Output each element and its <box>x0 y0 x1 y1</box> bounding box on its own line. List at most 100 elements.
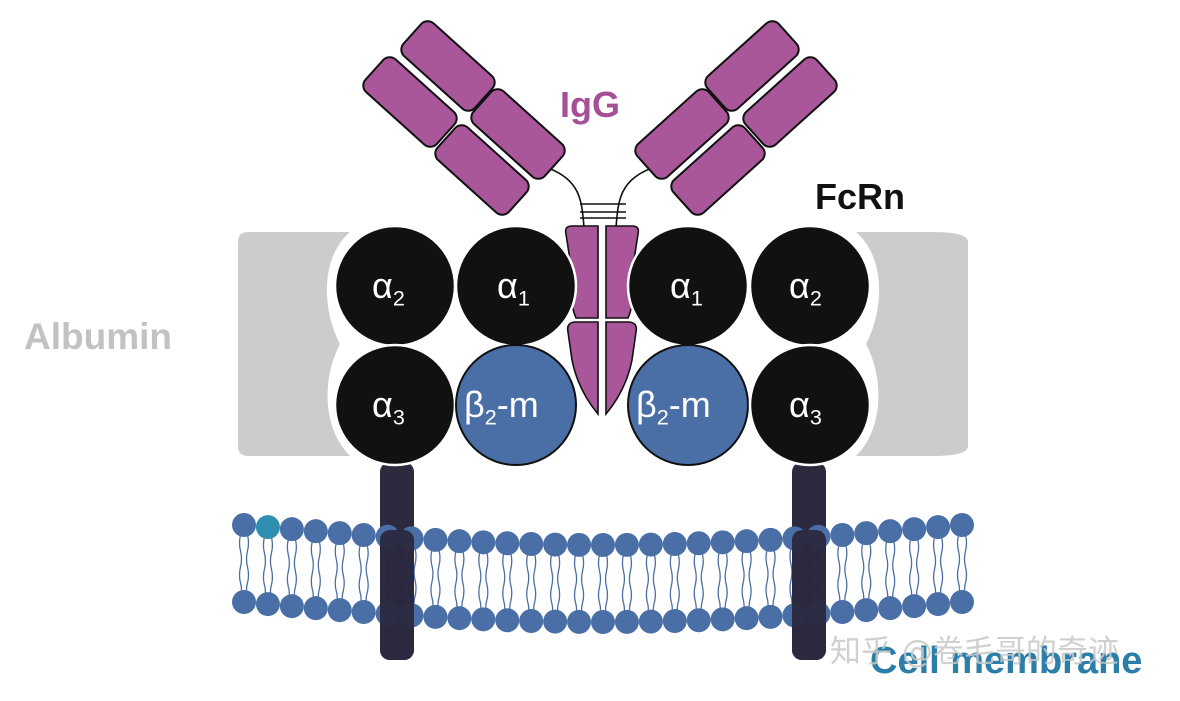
albumin-label: Albumin <box>24 316 172 357</box>
lipid-head-outer <box>758 527 783 552</box>
igg-fc <box>564 225 640 417</box>
lipid-tail <box>597 554 602 623</box>
lipid-tail <box>549 554 554 622</box>
label-alpha3-left: α3 <box>372 384 405 430</box>
lipid-tail <box>533 553 537 622</box>
lipid-head-inner <box>351 600 376 624</box>
lipid-head-outer <box>567 532 592 557</box>
lipid-tail <box>844 544 848 613</box>
lipid-tail <box>772 549 776 617</box>
lipid-head-inner <box>710 607 735 632</box>
lipid-tail <box>526 553 530 622</box>
lipid-tail <box>748 551 752 619</box>
lipid-head-inner <box>303 596 328 621</box>
lipid-head-outer <box>255 515 280 540</box>
lipid-tail <box>741 551 745 619</box>
lipid-tail <box>717 552 721 620</box>
igg-left-arm <box>362 20 566 216</box>
lipid-tail <box>892 541 896 609</box>
lipid-tail <box>485 552 489 620</box>
igg-label: IgG <box>560 84 620 125</box>
lipid-tail <box>334 542 338 611</box>
lipid-head-inner <box>447 606 472 631</box>
lipid-head-inner <box>926 592 951 617</box>
igg-right-arm <box>634 20 838 216</box>
lipid-tail <box>454 551 458 619</box>
lipid-head-outer <box>423 527 448 552</box>
lipid-head-outer <box>614 532 639 557</box>
lipid-head-outer <box>902 517 927 542</box>
lipid-head-inner <box>902 594 927 619</box>
lipid-tail <box>293 539 298 607</box>
albumin-left <box>238 232 350 456</box>
lipid-head-outer <box>926 515 951 540</box>
lipid-tail <box>700 553 704 621</box>
lipid-tail <box>956 534 961 603</box>
lipid-tail <box>341 542 345 611</box>
lipid-head-inner <box>471 607 496 632</box>
lipid-tail <box>621 554 626 622</box>
albumin-right <box>856 232 968 456</box>
domain-alpha3-right <box>748 343 872 467</box>
lipid-head-inner <box>854 598 879 623</box>
lipid-head-outer <box>686 531 711 556</box>
lipid-tail <box>939 536 944 605</box>
lipid-head-inner <box>830 600 855 624</box>
label-beta2m-right: β2-m <box>636 384 711 430</box>
igg-hinge <box>547 167 653 229</box>
label-alpha2-right: α2 <box>789 265 822 311</box>
lipid-head-inner <box>543 609 568 634</box>
lipid-tail <box>286 539 291 607</box>
lipid-head-outer <box>591 533 615 557</box>
label-alpha2-left: α2 <box>372 265 405 311</box>
lipid-head-outer <box>662 532 687 557</box>
lipid-head-inner <box>878 596 903 621</box>
lipid-tail <box>789 548 793 616</box>
lipid-tail <box>580 554 585 622</box>
lipid-tail <box>837 544 841 613</box>
lipid-head-inner <box>686 608 711 633</box>
lipid-tail <box>693 553 697 621</box>
lipid-tail <box>645 554 650 622</box>
lipid-head-outer <box>734 529 759 554</box>
lipid-tail <box>437 549 441 617</box>
lipid-head-outer <box>279 517 304 542</box>
lipid-head-outer <box>495 531 520 556</box>
fcrn-label: FcRn <box>815 176 905 217</box>
lipid-tail <box>932 536 937 605</box>
label-beta2m-left: β2-m <box>464 384 539 430</box>
lipid-tail <box>461 551 465 619</box>
lipid-tail <box>262 536 267 605</box>
lipid-head-outer <box>447 529 472 554</box>
lipid-head-outer <box>878 519 903 544</box>
lipid-tail <box>245 534 250 603</box>
lipid-tail <box>669 553 673 622</box>
lipid-tail <box>365 544 369 613</box>
lipid-tail <box>556 554 561 622</box>
lipid-tail <box>652 554 657 622</box>
lipid-tail <box>724 552 728 620</box>
lipid-tail <box>604 554 609 623</box>
transmembrane-stalk-right-front <box>792 530 826 660</box>
lipid-head-inner <box>519 609 544 634</box>
lipid-head-outer <box>471 530 496 555</box>
label-alpha1-left: α1 <box>497 265 530 311</box>
lipid-head-inner <box>638 609 663 634</box>
lipid-tail <box>885 541 889 609</box>
lipid-tail <box>676 553 680 622</box>
lipid-head-inner <box>758 604 783 629</box>
lipid-head-outer <box>351 523 376 547</box>
lipid-head-inner <box>734 606 759 631</box>
lipid-tail <box>908 539 913 607</box>
lipid-head-inner <box>255 592 280 617</box>
lipid-tail <box>509 553 513 621</box>
lipid-tail <box>238 534 243 603</box>
lipid-head-outer <box>327 521 352 546</box>
lipid-tail <box>317 541 321 609</box>
lipid-tail <box>861 542 865 611</box>
label-alpha3-right: α3 <box>789 384 822 430</box>
watermark: 知乎 @卷毛哥的奇迹 <box>830 634 1119 670</box>
lipid-tail <box>765 549 769 617</box>
lipid-tail <box>502 553 506 621</box>
